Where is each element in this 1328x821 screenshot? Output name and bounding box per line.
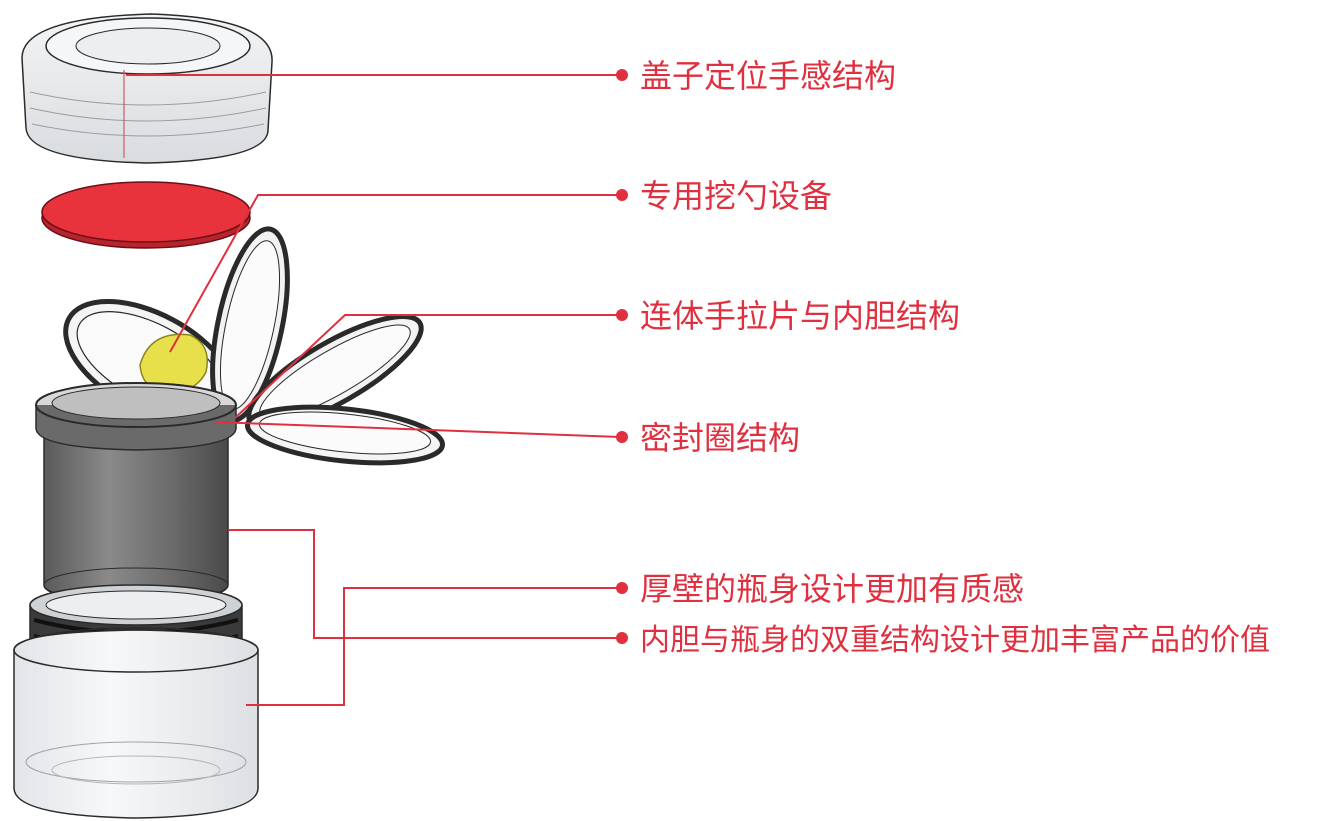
callout-labels: 盖子定位手感结构 专用挖勺设备 连体手拉片与内胆结构 密封圈结构 厚壁的瓶身设计…	[640, 57, 1270, 658]
callout-dot	[616, 189, 628, 201]
callout-label-thick-wall: 厚壁的瓶身设计更加有质感	[640, 570, 1024, 608]
outer-bottle	[13, 584, 259, 819]
callout-dot	[616, 431, 628, 443]
callout-label-spoon: 专用挖勺设备	[640, 177, 832, 215]
leader-line-double-structure	[228, 529, 620, 639]
callout-label-cap-positioning: 盖子定位手感结构	[640, 57, 896, 95]
callout-label-pull-tab: 连体手拉片与内胆结构	[640, 297, 960, 335]
callout-dots	[616, 69, 628, 644]
leader-line-pull-tab	[234, 314, 620, 419]
callout-dot	[616, 309, 628, 321]
leader-line-thick-wall	[246, 587, 620, 706]
flip-lid-upright	[210, 226, 290, 424]
callout-label-seal-ring: 密封圈结构	[640, 419, 800, 457]
callout-label-double-structure: 内胆与瓶身的双重结构设计更加丰富产品的价值	[640, 623, 1270, 658]
flip-lid-flat	[244, 404, 446, 466]
callout-dot	[616, 69, 628, 81]
callout-dot	[616, 582, 628, 594]
callout-dot	[616, 632, 628, 644]
seal-disk	[41, 181, 251, 249]
inner-liner	[35, 382, 237, 603]
flip-lid-right	[246, 314, 424, 430]
jar-cap	[21, 13, 273, 164]
leader-line-spoon	[169, 194, 620, 353]
leader-lines	[126, 74, 621, 706]
jar-illustration	[13, 13, 446, 819]
leader-line-seal-ring	[214, 421, 621, 438]
